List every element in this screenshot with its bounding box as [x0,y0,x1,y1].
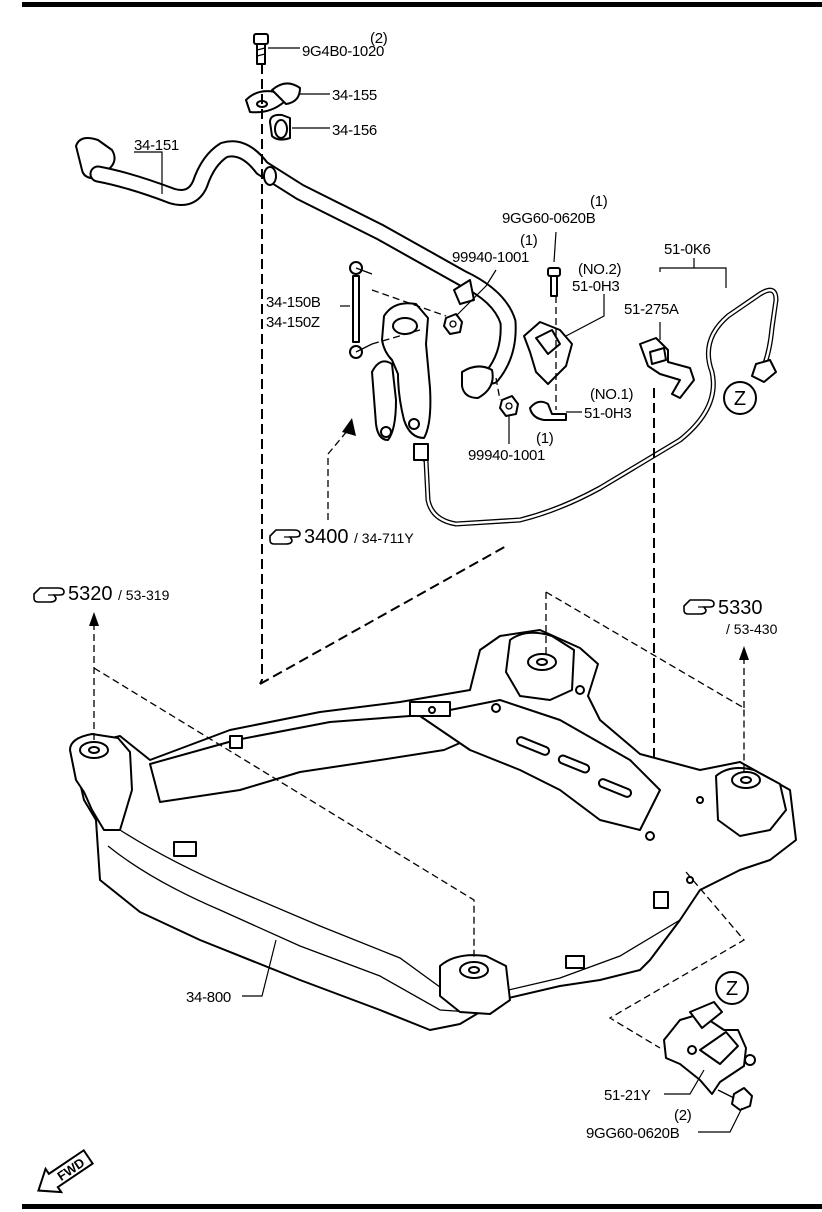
front-subframe [69,629,797,1031]
detail-marker-top [723,381,757,415]
knuckle-reference: 3400 / 34-711Y [269,526,414,548]
stabilizer-bushing [269,113,291,141]
nut-lower-qty: (1) [536,430,554,447]
nut-lower-part-number: 99940-1001 [468,447,545,464]
stabilizer-bracket-part-number: 34-155 [332,87,377,104]
left-mount-ref-sub: / 53-319 [118,587,170,603]
fwd-arrow-icon: FWD [37,1148,95,1194]
bolt-qty: (2) [370,30,388,47]
control-link-part-number-a: 34-150B [266,294,321,311]
front-knuckle [371,302,432,441]
lower-bolt-part-number: 9GG60-0620B [586,1125,680,1142]
sensor-bolt-part-number: 9GG60-0620B [502,210,596,227]
level-sensor-harness [413,287,779,527]
stabilizer-nut-upper [443,313,463,335]
bracket-no2-tag: (NO.2) [578,261,622,278]
knuckle-ref-main: 3400 [304,526,349,548]
detail-marker-bottom [715,971,749,1005]
bracket-no2-part-number: 51-0H3 [572,278,619,295]
stabilizer-bracket [245,82,301,114]
left-mount-ref-main: 5320 [68,583,113,605]
harness-clip-part-number: 51-275A [624,301,679,318]
left-mount-reference: 5320 / 53-319 [33,583,170,605]
nut-upper-qty: (1) [520,232,538,249]
stabilizer-mounting-axis [259,64,263,685]
stabilizer-bar [75,137,517,399]
right-mount-ref-sub: / 53-430 [726,621,778,637]
right-mount-reference: 5330 / 53-430 [683,597,778,637]
knuckle-ref-arrow [342,418,356,436]
bottom-border-rule [22,1204,822,1209]
bolt-part-number: 9G4B0-1020 [302,43,384,60]
level-sensor-bracket [663,1001,756,1095]
stabilizer-control-link [349,261,373,359]
stabilizer-bushing-part-number: 34-156 [332,122,377,139]
top-border-rule [22,2,822,7]
pointing-hand-icon [683,599,715,615]
sensor-bracket-no2 [523,321,573,385]
level-sensor-bracket-part-number: 51-21Y [604,1087,651,1104]
bracket-no1-part-number: 51-0H3 [584,405,631,422]
knuckle-ref-sub: / 34-711Y [354,530,414,546]
harness-part-number: 51-0K6 [664,241,711,258]
left-mount-ref-arrow [89,612,99,626]
detail-marker-bottom-label: Z [726,978,738,1000]
sensor-bracket-no1 [529,400,567,421]
sensor-bolt-qty: (1) [590,193,608,210]
nut-upper-part-number: 99940-1001 [452,249,529,266]
lower-bolt-qty: (2) [674,1107,692,1124]
sensor-bracket-bolt [547,267,561,297]
pointing-hand-icon [33,587,65,603]
right-mount-ref-arrow [739,646,749,660]
stabilizer-bolt [253,33,269,65]
pointing-hand-icon [269,529,301,545]
level-sensor-bracket-bolt [717,1087,753,1111]
subframe-part-number: 34-800 [186,989,231,1006]
bracket-no1-tag: (NO.1) [590,386,634,403]
stabilizer-bar-part-number: 34-151 [134,137,179,154]
right-mount-ref-main: 5330 [718,597,763,619]
harness-clip [639,337,695,399]
detail-marker-top-label: Z [734,388,746,410]
control-link-part-number-b: 34-150Z [266,314,320,331]
stabilizer-nut-lower [499,395,519,417]
